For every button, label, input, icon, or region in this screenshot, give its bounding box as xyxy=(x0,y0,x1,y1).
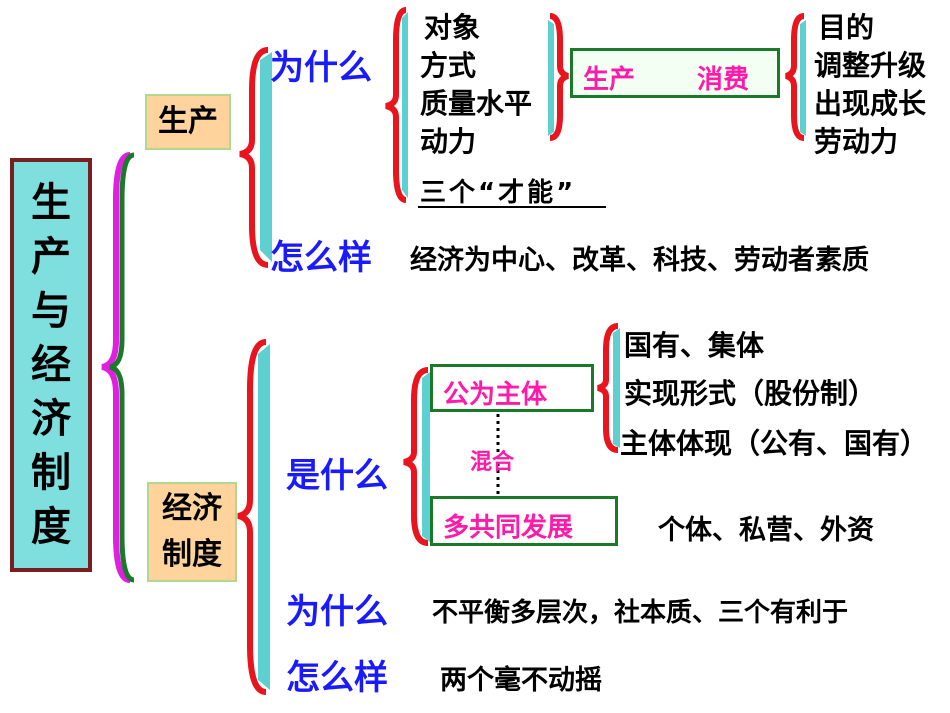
economy-category: 经济 制度 xyxy=(147,482,237,582)
relation-box: 生产 消费 xyxy=(570,48,780,98)
relation-left: 生产 xyxy=(583,65,636,95)
production-brace xyxy=(239,47,272,268)
production-why-result: 目的 xyxy=(818,11,875,44)
relation-right: 消费 xyxy=(697,65,750,95)
multi-ownership-label: 多共同发展 xyxy=(443,513,574,543)
production-why-item: 动力 xyxy=(420,125,477,158)
public-ownership-label: 公为主体 xyxy=(443,380,548,410)
economy-brace xyxy=(237,339,270,695)
multi-detail: 个体、私营、外资 xyxy=(658,515,874,546)
production-how-text: 经济为中心、改革、科技、劳动者素质 xyxy=(410,245,869,276)
production-why-item: 方式 xyxy=(420,49,477,82)
economy-what-label: 是什么 xyxy=(286,456,388,496)
why-brace xyxy=(385,7,408,203)
production-category: 生产 xyxy=(145,94,231,150)
production-why-extra: 三个“才能” xyxy=(420,178,577,208)
production-how-label: 怎么样 xyxy=(270,238,372,278)
economy-why-label: 为什么 xyxy=(286,592,388,632)
main-title: 生 产 与 经 济 制 度 xyxy=(31,180,71,550)
main-title-box: 生 产 与 经 济 制 度 xyxy=(10,158,92,572)
mixed-label: 混合 xyxy=(470,450,515,475)
production-why-item: 质量水平 xyxy=(420,87,533,120)
public-ownership-box: 公为主体 xyxy=(430,364,594,412)
results-brace xyxy=(785,13,806,141)
production-why-label: 为什么 xyxy=(270,48,372,88)
economy-how-label: 怎么样 xyxy=(286,658,388,698)
production-why-result: 出现成长 xyxy=(814,87,927,120)
public-detail: 国有、集体 xyxy=(624,329,765,362)
economy-how-text: 两个毫不动摇 xyxy=(440,665,602,696)
items-close-brace xyxy=(548,13,569,141)
what-brace xyxy=(403,367,430,546)
production-why-item: 对象 xyxy=(424,11,481,44)
economy-why-text: 不平衡多层次，社本质、三个有利于 xyxy=(432,598,849,628)
public-brace xyxy=(597,323,620,453)
production-why-result: 劳动力 xyxy=(814,125,899,158)
production-why-result: 调整升级 xyxy=(814,49,927,82)
multi-ownership-box: 多共同发展 xyxy=(430,496,618,546)
public-detail: 主体体现（公有、国有） xyxy=(620,427,929,460)
production-label: 生产 xyxy=(158,104,218,139)
main-brace xyxy=(101,152,135,583)
public-detail: 实现形式（股份制） xyxy=(624,377,877,410)
